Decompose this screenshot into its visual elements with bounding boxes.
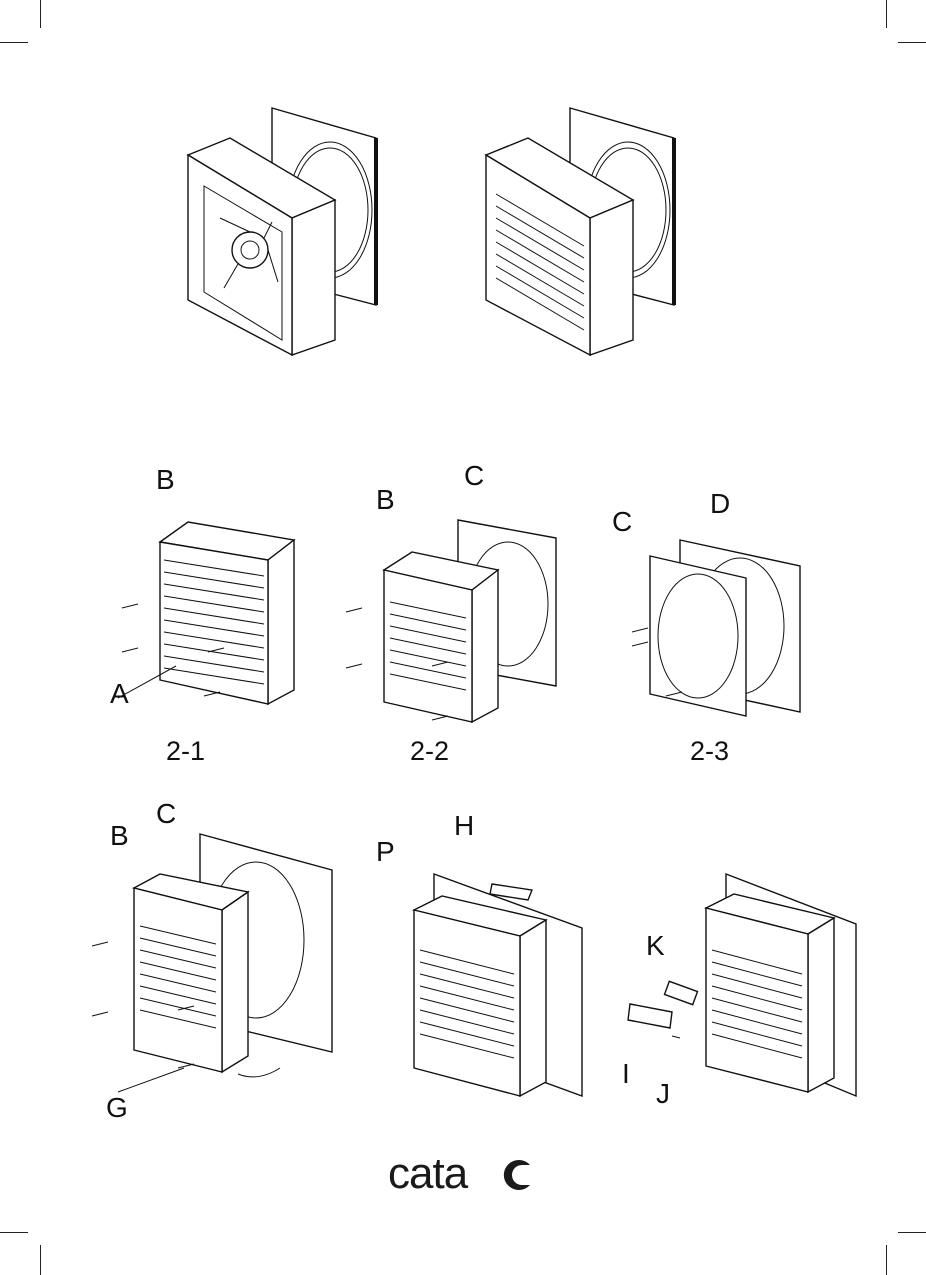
label-b: B (110, 822, 129, 850)
label-a: A (110, 680, 129, 708)
crop-mark (0, 1232, 28, 1233)
label-b: B (156, 466, 175, 494)
mounting-step-illustration (88, 830, 338, 1085)
label-k: K (646, 932, 665, 960)
crop-mark (40, 1245, 41, 1275)
step-number: 2-2 (410, 738, 449, 765)
brand-name: cata (388, 1152, 467, 1196)
crop-mark (898, 1232, 926, 1233)
label-b: B (376, 486, 395, 514)
electrical-connection-illustration (620, 870, 860, 1100)
label-i: I (622, 1060, 630, 1088)
brand-logo: cata (388, 1152, 538, 1196)
fan-louvre-illustration (478, 100, 698, 360)
label-h: H (454, 812, 474, 840)
fan-impeller-illustration (180, 100, 400, 360)
label-g: G (106, 1094, 128, 1122)
label-p: P (376, 838, 395, 866)
step-2-2-illustration (340, 518, 560, 728)
label-c: C (612, 508, 632, 536)
step-2-3-illustration (628, 536, 808, 726)
brand-mark-icon (500, 1156, 536, 1194)
label-c: C (464, 462, 484, 490)
crop-mark (40, 0, 41, 28)
label-c: C (156, 800, 176, 828)
crop-mark (886, 0, 887, 28)
crop-mark (898, 42, 926, 43)
step-number: 2-1 (166, 738, 205, 765)
mounted-fan-illustration (408, 870, 588, 1100)
label-d: D (710, 490, 730, 518)
step-number: 2-3 (690, 738, 729, 765)
crop-mark (886, 1245, 887, 1275)
crop-mark (0, 42, 28, 43)
label-j: J (656, 1080, 670, 1108)
step-2-1-illustration (118, 520, 308, 710)
